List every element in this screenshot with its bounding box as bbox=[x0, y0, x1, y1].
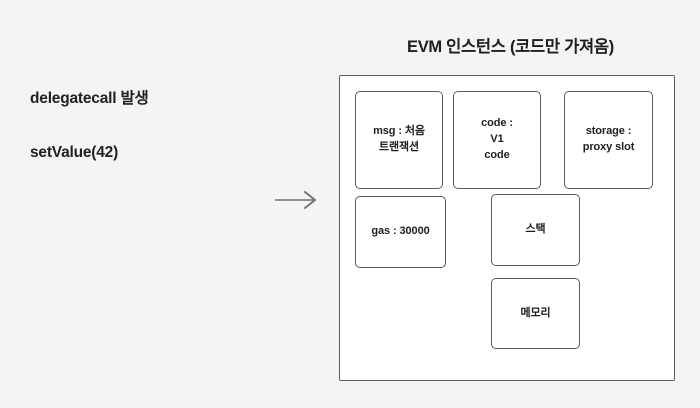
cell-stack: 스택 bbox=[491, 194, 580, 266]
diagram-title: EVM 인스턴스 (코드만 가져옴) bbox=[407, 38, 614, 56]
cell-gas-label: gas : 30000 bbox=[371, 225, 430, 238]
arrow-right-icon bbox=[274, 189, 318, 211]
cell-memory: 메모리 bbox=[491, 278, 580, 349]
cell-storage: storage : proxy slot bbox=[564, 91, 653, 189]
cell-msg-label: msg : 처음 트랜잭션 bbox=[373, 125, 425, 153]
cell-code-line-2: V1 bbox=[490, 133, 504, 146]
cell-gas: gas : 30000 bbox=[355, 196, 446, 268]
annotation-setvalue: setValue(42) bbox=[30, 144, 119, 161]
cell-code-line-3: code bbox=[484, 148, 510, 161]
cell-stack-label: 스택 bbox=[525, 223, 546, 236]
cell-storage-label: storage : proxy slot bbox=[582, 125, 635, 153]
cell-code-label: code : V1 code bbox=[460, 116, 534, 164]
cell-code-line-1: code : bbox=[481, 117, 513, 130]
cell-code: code : V1 code bbox=[453, 91, 541, 189]
cell-msg: msg : 처음 트랜잭션 bbox=[355, 91, 443, 189]
cell-memory-label: 메모리 bbox=[520, 306, 551, 319]
annotation-delegatecall: delegatecall 발생 bbox=[30, 90, 149, 107]
